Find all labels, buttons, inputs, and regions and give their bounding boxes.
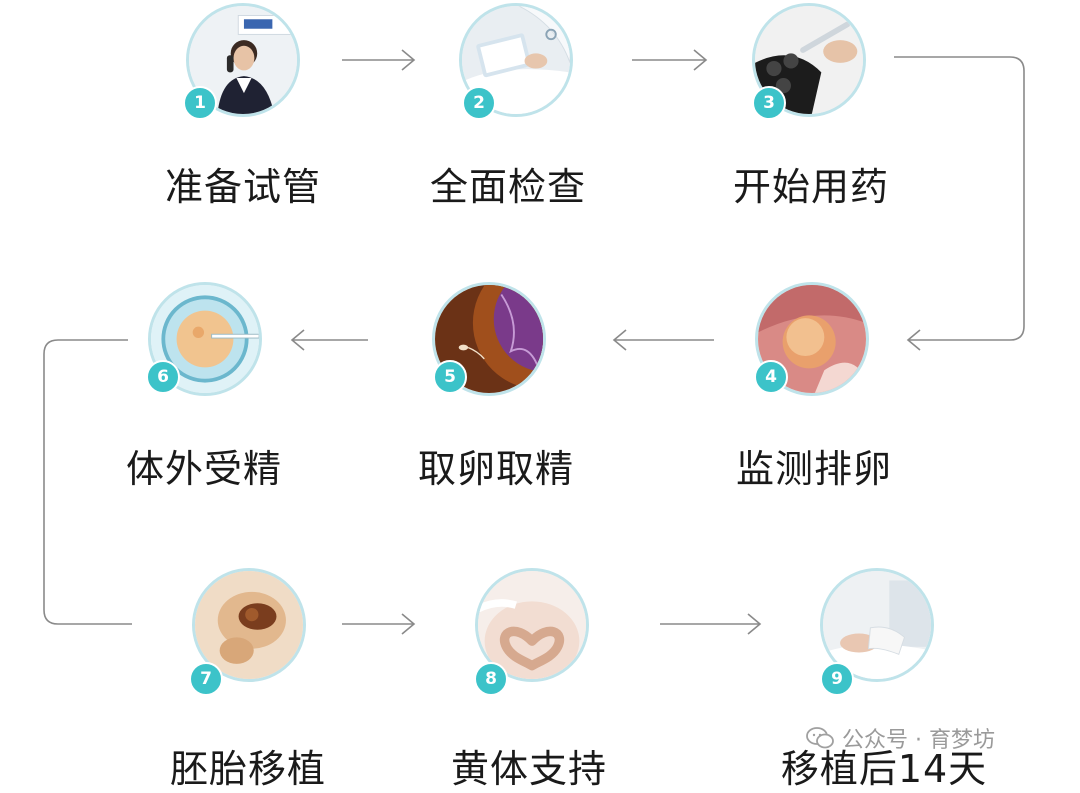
arrow-1-to-2 xyxy=(342,49,416,71)
medication-lab-image xyxy=(755,6,863,114)
step-7-photo xyxy=(192,568,306,682)
step-1-label: 准备试管 xyxy=(164,165,321,209)
luteal-support-image xyxy=(478,571,586,679)
step-8-photo xyxy=(475,568,589,682)
arrow-7-to-8 xyxy=(342,613,416,635)
step-4-badge: 4 xyxy=(754,360,788,394)
step-5-badge: 5 xyxy=(433,360,467,394)
step-6-label: 体外受精 xyxy=(125,447,282,491)
arrow-8-to-9 xyxy=(660,613,762,635)
step-2-photo xyxy=(459,3,573,117)
medical-exam-image xyxy=(462,6,570,114)
step-4-photo xyxy=(755,282,869,396)
step-1-badge: 1 xyxy=(183,86,217,120)
embryo-transfer-image xyxy=(195,571,303,679)
watermark: 公众号 · 育梦坊 xyxy=(806,720,995,756)
arrow-4-to-5 xyxy=(612,329,714,351)
step-3-label: 开始用药 xyxy=(732,165,889,209)
step-2-badge: 2 xyxy=(462,86,496,120)
egg-sperm-retrieval-image xyxy=(435,285,543,393)
watermark-text: 公众号 · 育梦坊 xyxy=(842,728,995,753)
ivf-fertilization-image xyxy=(151,285,259,393)
step-9-photo xyxy=(820,568,934,682)
step-3-badge: 3 xyxy=(752,86,786,120)
step-4-label: 监测排卵 xyxy=(735,447,892,491)
step-9-badge: 9 xyxy=(820,662,854,696)
connector-6-to-7 xyxy=(43,339,132,625)
step-6-badge: 6 xyxy=(146,360,180,394)
connector-3-to-4 xyxy=(894,56,1025,351)
step-8-badge: 8 xyxy=(474,662,508,696)
step-3-photo xyxy=(752,3,866,117)
wechat-icon xyxy=(806,727,834,749)
arrow-5-to-6 xyxy=(290,329,368,351)
step-8-label: 黄体支持 xyxy=(450,747,607,791)
step-7-label: 胚胎移植 xyxy=(169,747,326,791)
step-7-badge: 7 xyxy=(189,662,223,696)
step-2-label: 全面检查 xyxy=(429,165,586,209)
step-5-label: 取卵取精 xyxy=(417,447,574,491)
arrow-2-to-3 xyxy=(632,49,708,71)
